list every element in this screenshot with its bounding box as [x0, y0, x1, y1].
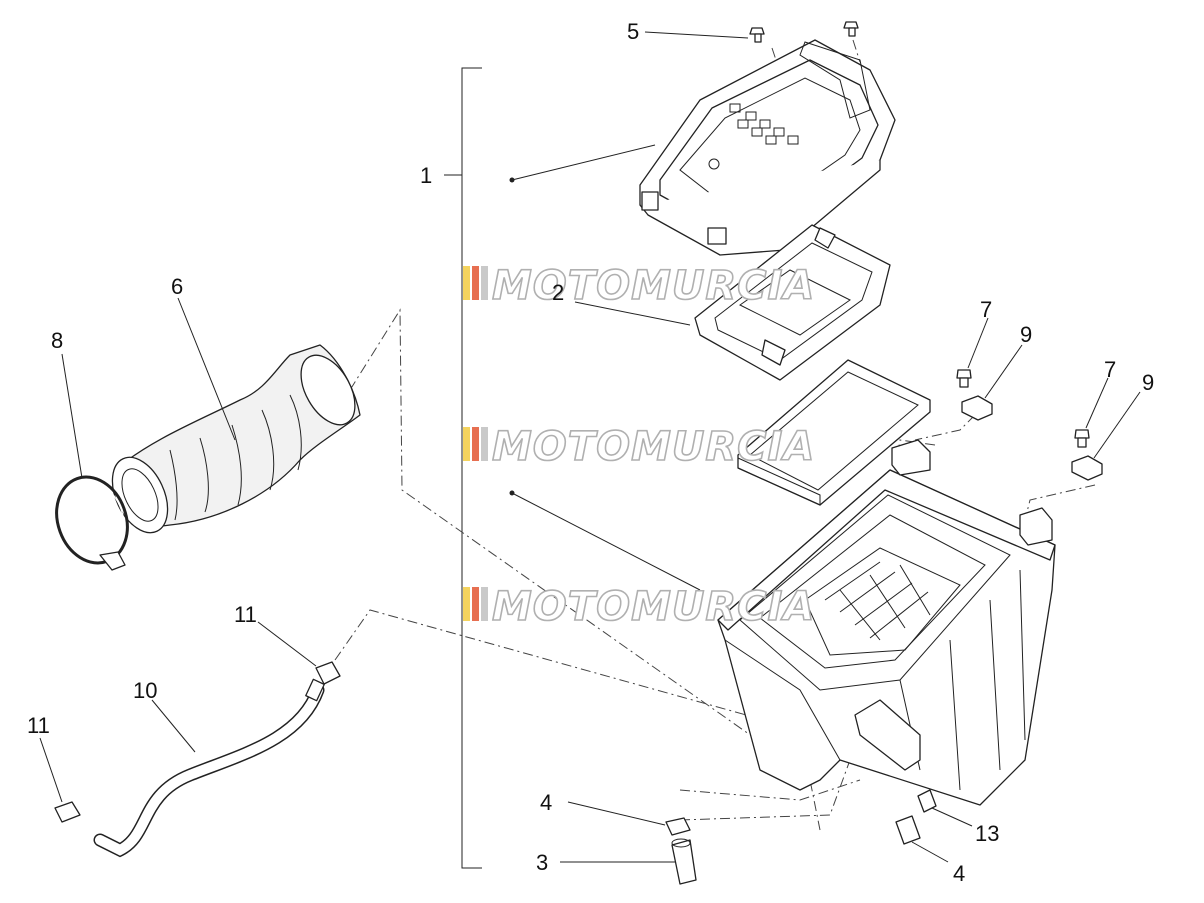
- watermark-1: MOTOMURCIA: [463, 262, 815, 310]
- filter-frame-part-2: [574, 224, 891, 381]
- label-leads: [644, 31, 749, 39]
- airbox-cover: [639, 39, 896, 256]
- callout-8: 8: [51, 328, 63, 353]
- watermark-3: MOTOMURCIA: [463, 583, 815, 631]
- watermark-stripe: [463, 427, 470, 461]
- watermark-text: MOTOMURCIA: [492, 584, 815, 630]
- watermark-stripe: [481, 266, 488, 300]
- callout-9a: 9: [1020, 322, 1032, 347]
- callout-7b: 7: [1104, 357, 1116, 382]
- callout-4b: 4: [953, 861, 965, 886]
- watermark-text: MOTOMURCIA: [492, 424, 815, 470]
- screw-part-5: [749, 21, 861, 73]
- assembly-bracket: [444, 67, 701, 869]
- callout-11b: 11: [27, 713, 50, 738]
- intake-duct-part-6: [111, 297, 361, 534]
- callout-7a: 7: [980, 297, 992, 322]
- callout-9b: 9: [1142, 370, 1154, 395]
- watermark-stripe: [472, 587, 479, 621]
- drain-parts: [560, 789, 973, 885]
- callout-numbers: 5 1 2 6 8 7 9 7 9 11 10 11 4 3 13 4: [27, 19, 1154, 886]
- screws-and-clips: [956, 317, 1141, 481]
- watermark-stripe: [481, 587, 488, 621]
- cover-label-pictograms: [708, 103, 799, 170]
- callout-6: 6: [171, 274, 183, 299]
- hose-clamps-part-11: [39, 621, 341, 823]
- callout-10: 10: [133, 678, 157, 703]
- air-filter-element: [737, 359, 931, 506]
- callout-4a: 4: [540, 790, 552, 815]
- watermark-stripe: [481, 427, 488, 461]
- hose-part-10: [93, 678, 325, 858]
- airbox-housing: [717, 439, 1056, 806]
- clamp-part-8: [55, 353, 129, 571]
- callout-3: 3: [536, 850, 548, 875]
- callout-13: 13: [975, 821, 999, 846]
- watermark-stripe: [472, 427, 479, 461]
- watermark-stripe: [472, 266, 479, 300]
- callout-5: 5: [627, 19, 639, 44]
- watermark-text: MOTOMURCIA: [492, 263, 815, 309]
- callout-11a: 11: [234, 602, 257, 627]
- callout-2: 2: [552, 280, 564, 305]
- watermark-stripe: [463, 266, 470, 300]
- watermark-2: MOTOMURCIA: [463, 423, 815, 471]
- watermark-stripe: [463, 587, 470, 621]
- callout-1: 1: [420, 163, 432, 188]
